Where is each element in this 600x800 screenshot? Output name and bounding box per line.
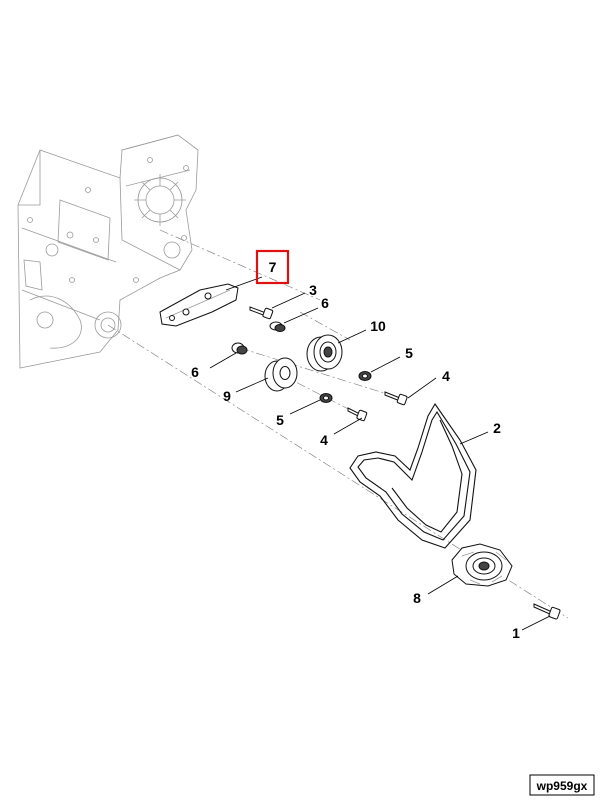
callout-highlight-box [255,249,290,285]
callout-6-upper: 6 [321,295,329,311]
mounting-bracket [159,283,239,327]
belt-tensioner [451,543,513,587]
callout-7: 7 [269,259,277,275]
callout-2: 2 [493,420,501,436]
callout-10: 10 [370,318,386,334]
spacer-6-lower [231,342,248,355]
bolt-1 [533,603,561,620]
callout-labels: 7 3 6 10 6 5 9 4 5 4 2 8 1 [191,259,520,641]
bolt-4-upper [384,391,408,406]
drawing-id: wp959gx [536,779,588,793]
idler-pulley-10 [306,334,343,372]
callout-4-lower: 4 [320,432,328,448]
washer-5-upper [358,371,372,381]
idler-pulley-9 [264,357,298,392]
drawing-id-box [529,774,595,796]
callout-4-upper: 4 [442,368,450,384]
leader-lines [209,276,551,631]
bolt-3 [249,306,274,320]
spacer-6-upper [269,321,286,332]
callout-6-lower: 6 [191,364,199,380]
callout-8: 8 [413,590,421,606]
bolt-4-lower [347,407,368,422]
callout-1: 1 [512,625,520,641]
callout-3: 3 [309,282,317,298]
callout-5-lower: 5 [276,412,284,428]
callout-5-upper: 5 [405,345,413,361]
engine-front-cover [17,134,199,369]
callout-9: 9 [223,388,231,404]
washer-5-lower [319,393,333,403]
drive-belt [349,402,477,549]
